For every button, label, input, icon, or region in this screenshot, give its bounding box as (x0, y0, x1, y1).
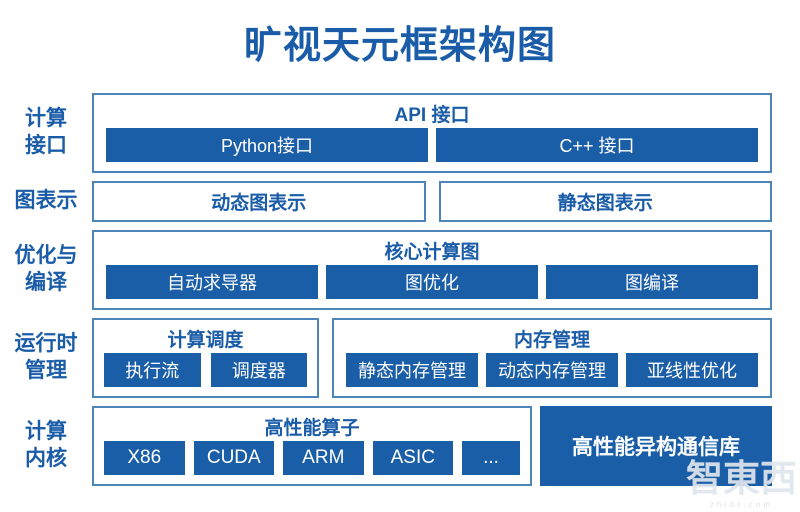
layer-label-optimization-compilation: 优化与 编译 (0, 230, 92, 310)
core-compute-graph-items: 自动求导器 图优化 图编译 (94, 265, 770, 308)
layer-computing-interface: 计算 接口 API 接口 Python接口 C++ 接口 (0, 93, 800, 173)
more-ops-box: ... (462, 441, 521, 475)
execution-stream-box: 执行流 (104, 353, 201, 387)
cuda-box: CUDA (193, 441, 275, 475)
layer-content-computing-interface: API 接口 Python接口 C++ 接口 (92, 93, 772, 173)
sublinear-optimization-box: 亚线性优化 (626, 353, 758, 387)
python-interface-box: Python接口 (106, 128, 428, 162)
layer-computing-kernel: 计算 内核 高性能算子 X86 CUDA ARM ASIC ... 高性能异构通… (0, 406, 800, 486)
layer-label-runtime-management: 运行时 管理 (0, 318, 92, 398)
layer-label-line: 优化与 (14, 244, 78, 268)
page-title: 旷视天元框架构图 (243, 25, 556, 67)
api-layer-items: Python接口 C++ 接口 (94, 128, 770, 171)
arm-box: ARM (283, 441, 364, 475)
layer-runtime-management: 运行时 管理 计算调度 执行流 调度器 内存管理 静态内存管理 动态内存管理 亚… (0, 318, 800, 398)
dynamic-memory-box: 动态内存管理 (486, 353, 618, 387)
layer-content-runtime-management: 计算调度 执行流 调度器 内存管理 静态内存管理 动态内存管理 亚线性优化 (92, 318, 772, 398)
memory-management-box: 内存管理 静态内存管理 动态内存管理 亚线性优化 (332, 318, 772, 398)
graph-compile-box: 图编译 (546, 265, 758, 299)
hetero-comm-library-box: 高性能异构通信库 (540, 406, 772, 486)
x86-box: X86 (104, 441, 185, 475)
dynamic-graph-box: 动态图表示 (92, 181, 426, 222)
architecture-diagram: 计算 接口 API 接口 Python接口 C++ 接口 图表示 动态图表示 静… (0, 93, 800, 486)
layer-content-optimization-compilation: 核心计算图 自动求导器 图优化 图编译 (92, 230, 772, 310)
layer-optimization-compilation: 优化与 编译 核心计算图 自动求导器 图优化 图编译 (0, 230, 800, 310)
core-compute-graph-title: 核心计算图 (384, 241, 480, 263)
compute-schedule-box: 计算调度 执行流 调度器 (92, 318, 319, 398)
layer-label-graph-representation: 图表示 (0, 181, 92, 222)
high-performance-ops-box: 高性能算子 X86 CUDA ARM ASIC ... (92, 406, 532, 486)
layer-label-line: 图表示 (14, 189, 78, 213)
compute-schedule-title: 计算调度 (167, 329, 244, 351)
layer-label-line: 计算 (25, 420, 67, 444)
layer-label-line: 运行时 (14, 332, 78, 356)
memory-management-items: 静态内存管理 动态内存管理 亚线性优化 (334, 353, 770, 396)
api-layer-title: API 接口 (394, 104, 470, 126)
layer-graph-representation: 图表示 动态图表示 静态图表示 (0, 181, 800, 222)
scheduler-box: 调度器 (210, 353, 307, 387)
cpp-interface-box: C++ 接口 (436, 128, 758, 162)
layer-content-computing-kernel: 高性能算子 X86 CUDA ARM ASIC ... 高性能异构通信库 (92, 406, 772, 486)
layer-label-computing-kernel: 计算 内核 (0, 406, 92, 486)
api-layer-box: API 接口 Python接口 C++ 接口 (92, 93, 772, 173)
high-performance-ops-title: 高性能算子 (264, 417, 360, 439)
layer-label-computing-interface: 计算 接口 (0, 93, 92, 173)
static-memory-box: 静态内存管理 (346, 353, 478, 387)
memory-management-title: 内存管理 (513, 329, 590, 351)
static-graph-box: 静态图表示 (438, 181, 772, 222)
layer-label-line: 编译 (25, 271, 67, 294)
layer-label-line: 管理 (25, 359, 67, 382)
compute-schedule-items: 执行流 调度器 (94, 353, 317, 396)
watermark-caption: zhidx.com (709, 500, 773, 509)
graph-optimization-box: 图优化 (326, 265, 538, 299)
autodiff-box: 自动求导器 (106, 265, 318, 299)
core-compute-graph-box: 核心计算图 自动求导器 图优化 图编译 (92, 230, 772, 310)
layer-label-line: 计算 (25, 107, 67, 131)
asic-box: ASIC (372, 441, 454, 475)
layer-label-line: 内核 (25, 447, 67, 470)
high-performance-ops-items: X86 CUDA ARM ASIC ... (94, 441, 530, 484)
layer-content-graph-representation: 动态图表示 静态图表示 (92, 181, 772, 222)
layer-label-line: 接口 (25, 134, 67, 157)
